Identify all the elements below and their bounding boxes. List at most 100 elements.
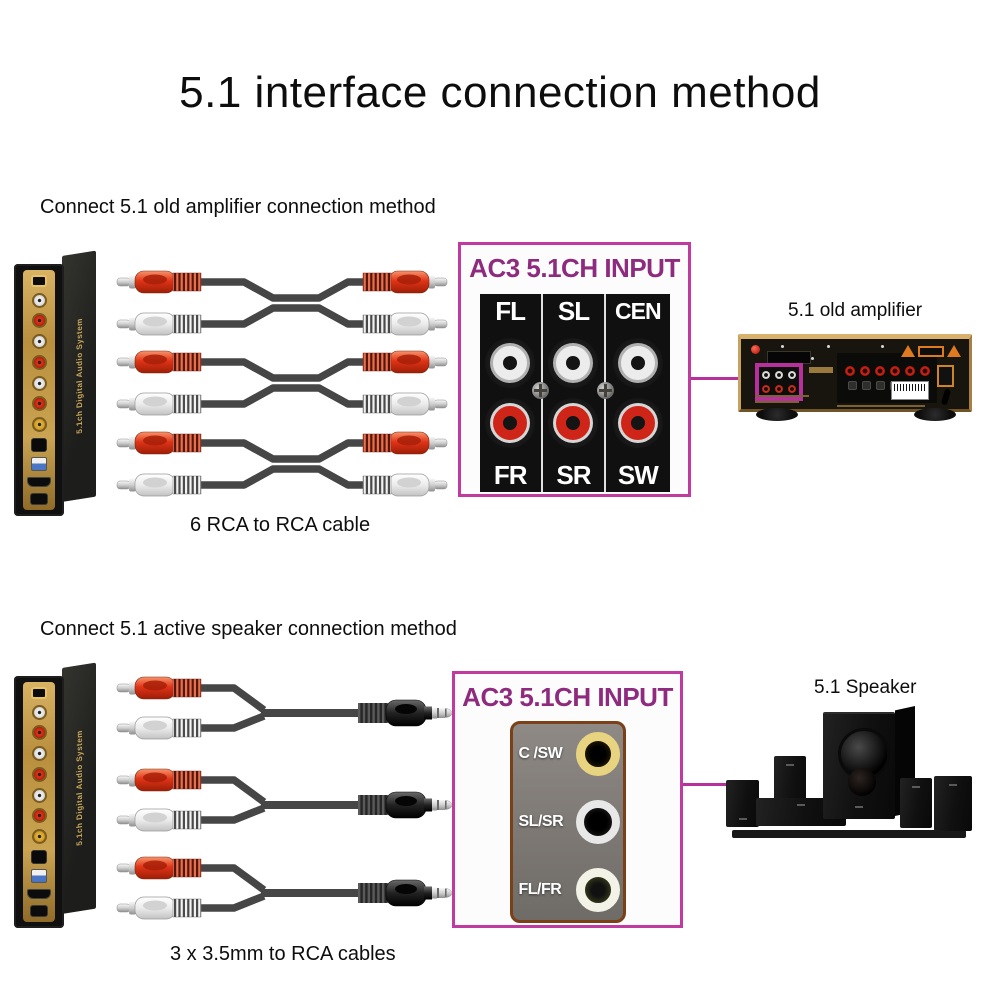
coaxial-port: [31, 829, 47, 845]
decoder-port-plate: [23, 682, 55, 922]
optical-port: [31, 849, 47, 864]
subwoofer-port: [848, 768, 876, 796]
ac3-input-panel-35mm: AC3 5.1CH INPUT C /SW SL/SR FL/FR: [452, 671, 683, 928]
channel-label: FL/FR: [518, 881, 562, 898]
rca-port: [31, 808, 47, 824]
panel-title: AC3 5.1CH INPUT: [462, 682, 673, 712]
jack-column: FL FR: [480, 294, 543, 492]
print-text: [755, 395, 809, 397]
decoder-box: 5.1ch Digital Audio System: [14, 250, 110, 522]
label-strip: [809, 367, 833, 373]
35mm-jack-flfr: [575, 868, 620, 912]
jack-column: SL SR: [543, 294, 607, 492]
rca-port: [31, 375, 47, 391]
channel-label: SL: [557, 296, 590, 326]
decoder-rear-panel: [14, 676, 64, 928]
rca-port: [31, 334, 47, 350]
warning-labels: [901, 345, 961, 357]
aux-port: [30, 904, 48, 917]
channel-label: C /SW: [518, 745, 563, 762]
section2-heading: Connect 5.1 active speaker connection me…: [40, 618, 457, 640]
rca-jack-board: FL FR SL SR CEN SW: [479, 294, 670, 492]
amplifier-label: 5.1 old amplifier: [788, 300, 923, 321]
rca-port: [31, 396, 47, 412]
screw-icon: [596, 382, 614, 399]
screw-icon: [881, 345, 884, 348]
channel-label: SW: [617, 459, 659, 490]
power-jack: [31, 275, 47, 287]
usb-port: [31, 869, 47, 884]
ac-inlet: [937, 365, 954, 387]
rca-port: [31, 354, 47, 370]
power-jack: [31, 687, 47, 699]
decoder-port-plate: [23, 270, 55, 510]
aux-jack-row: SL/SR: [516, 800, 620, 844]
satellite-speaker: [900, 778, 932, 828]
aux-jack-board: C /SW SL/SR FL/FR: [509, 721, 626, 923]
aux-jack-row: C /SW: [516, 732, 620, 776]
warning-triangle-icon: [901, 345, 915, 357]
35mm-jack-slsr: [575, 800, 620, 844]
warning-triangle-icon: [947, 345, 961, 357]
warning-plate: [918, 345, 944, 357]
hdmi-port: [27, 889, 51, 900]
amp-foot: [914, 408, 956, 421]
rca-rca-cable: [116, 267, 448, 339]
51ch-input-highlight: [755, 363, 803, 401]
page-title: 5.1 interface connection method: [179, 68, 821, 117]
screw-icon: [827, 345, 830, 348]
rca-jack-red: [548, 398, 599, 449]
amp-foot: [756, 408, 798, 421]
print-text: [755, 401, 799, 403]
ac3-input-panel-rca: AC3 5.1CH INPUT FL FR SL SR CEN SW: [458, 242, 691, 497]
barcode-sticker: [891, 381, 929, 400]
channel-label: FR: [493, 459, 528, 490]
rca-port: [31, 725, 47, 741]
rca-rca-cable: [116, 428, 448, 500]
rca-port: [31, 704, 47, 720]
rca-port: [31, 292, 47, 308]
hdmi-port: [27, 477, 51, 488]
speaker-base: [732, 830, 966, 838]
connection-line: [683, 783, 728, 786]
section1-caption: 6 RCA to RCA cable: [190, 514, 371, 536]
rca-port: [31, 766, 47, 782]
channel-label: CEN: [615, 298, 662, 324]
aux-port: [30, 492, 48, 505]
screw-icon: [811, 357, 814, 360]
rca-jack-white: [612, 337, 663, 388]
speaker-label: 5.1 Speaker: [814, 677, 917, 698]
print-text: [837, 405, 925, 407]
amplifier-rear: [738, 334, 972, 412]
power-button: [751, 345, 760, 354]
rca-jack-red: [612, 398, 663, 449]
satellite-speaker: [934, 776, 972, 831]
screw-icon: [781, 345, 784, 348]
decoder-box: 5.1ch Digital Audio System: [14, 662, 110, 934]
channel-label: SR: [556, 459, 591, 490]
section1-heading: Connect 5.1 old amplifier connection met…: [40, 196, 436, 218]
rca-jack-red: [485, 398, 536, 449]
power-cord: [940, 388, 952, 406]
usb-port: [31, 457, 47, 472]
optical-port: [31, 437, 47, 452]
rca-port: [31, 787, 47, 803]
rca-jack-white: [485, 337, 536, 388]
rca-port: [31, 313, 47, 329]
35mm-jack-csw: [575, 732, 620, 776]
connection-line: [691, 377, 752, 380]
decoder-side-panel: 5.1ch Digital Audio System: [62, 662, 96, 914]
decoder-side-text: 5.1ch Digital Audio System: [74, 729, 84, 847]
screw-icon: [531, 382, 549, 399]
decoder-side-panel: 5.1ch Digital Audio System: [62, 250, 96, 502]
section2-caption: 3 x 3.5mm to RCA cables: [170, 943, 396, 965]
speaker-set: [724, 702, 986, 852]
channel-label: SL/SR: [518, 813, 564, 830]
coaxial-port: [31, 417, 47, 433]
channel-label: FL: [495, 296, 526, 326]
decoder-rear-panel: [14, 264, 64, 516]
jack-column: CEN SW: [606, 294, 669, 492]
35mm-rca-cable: [116, 674, 456, 754]
panel-title: AC3 5.1CH INPUT: [469, 253, 680, 283]
satellite-speaker: [726, 780, 759, 827]
